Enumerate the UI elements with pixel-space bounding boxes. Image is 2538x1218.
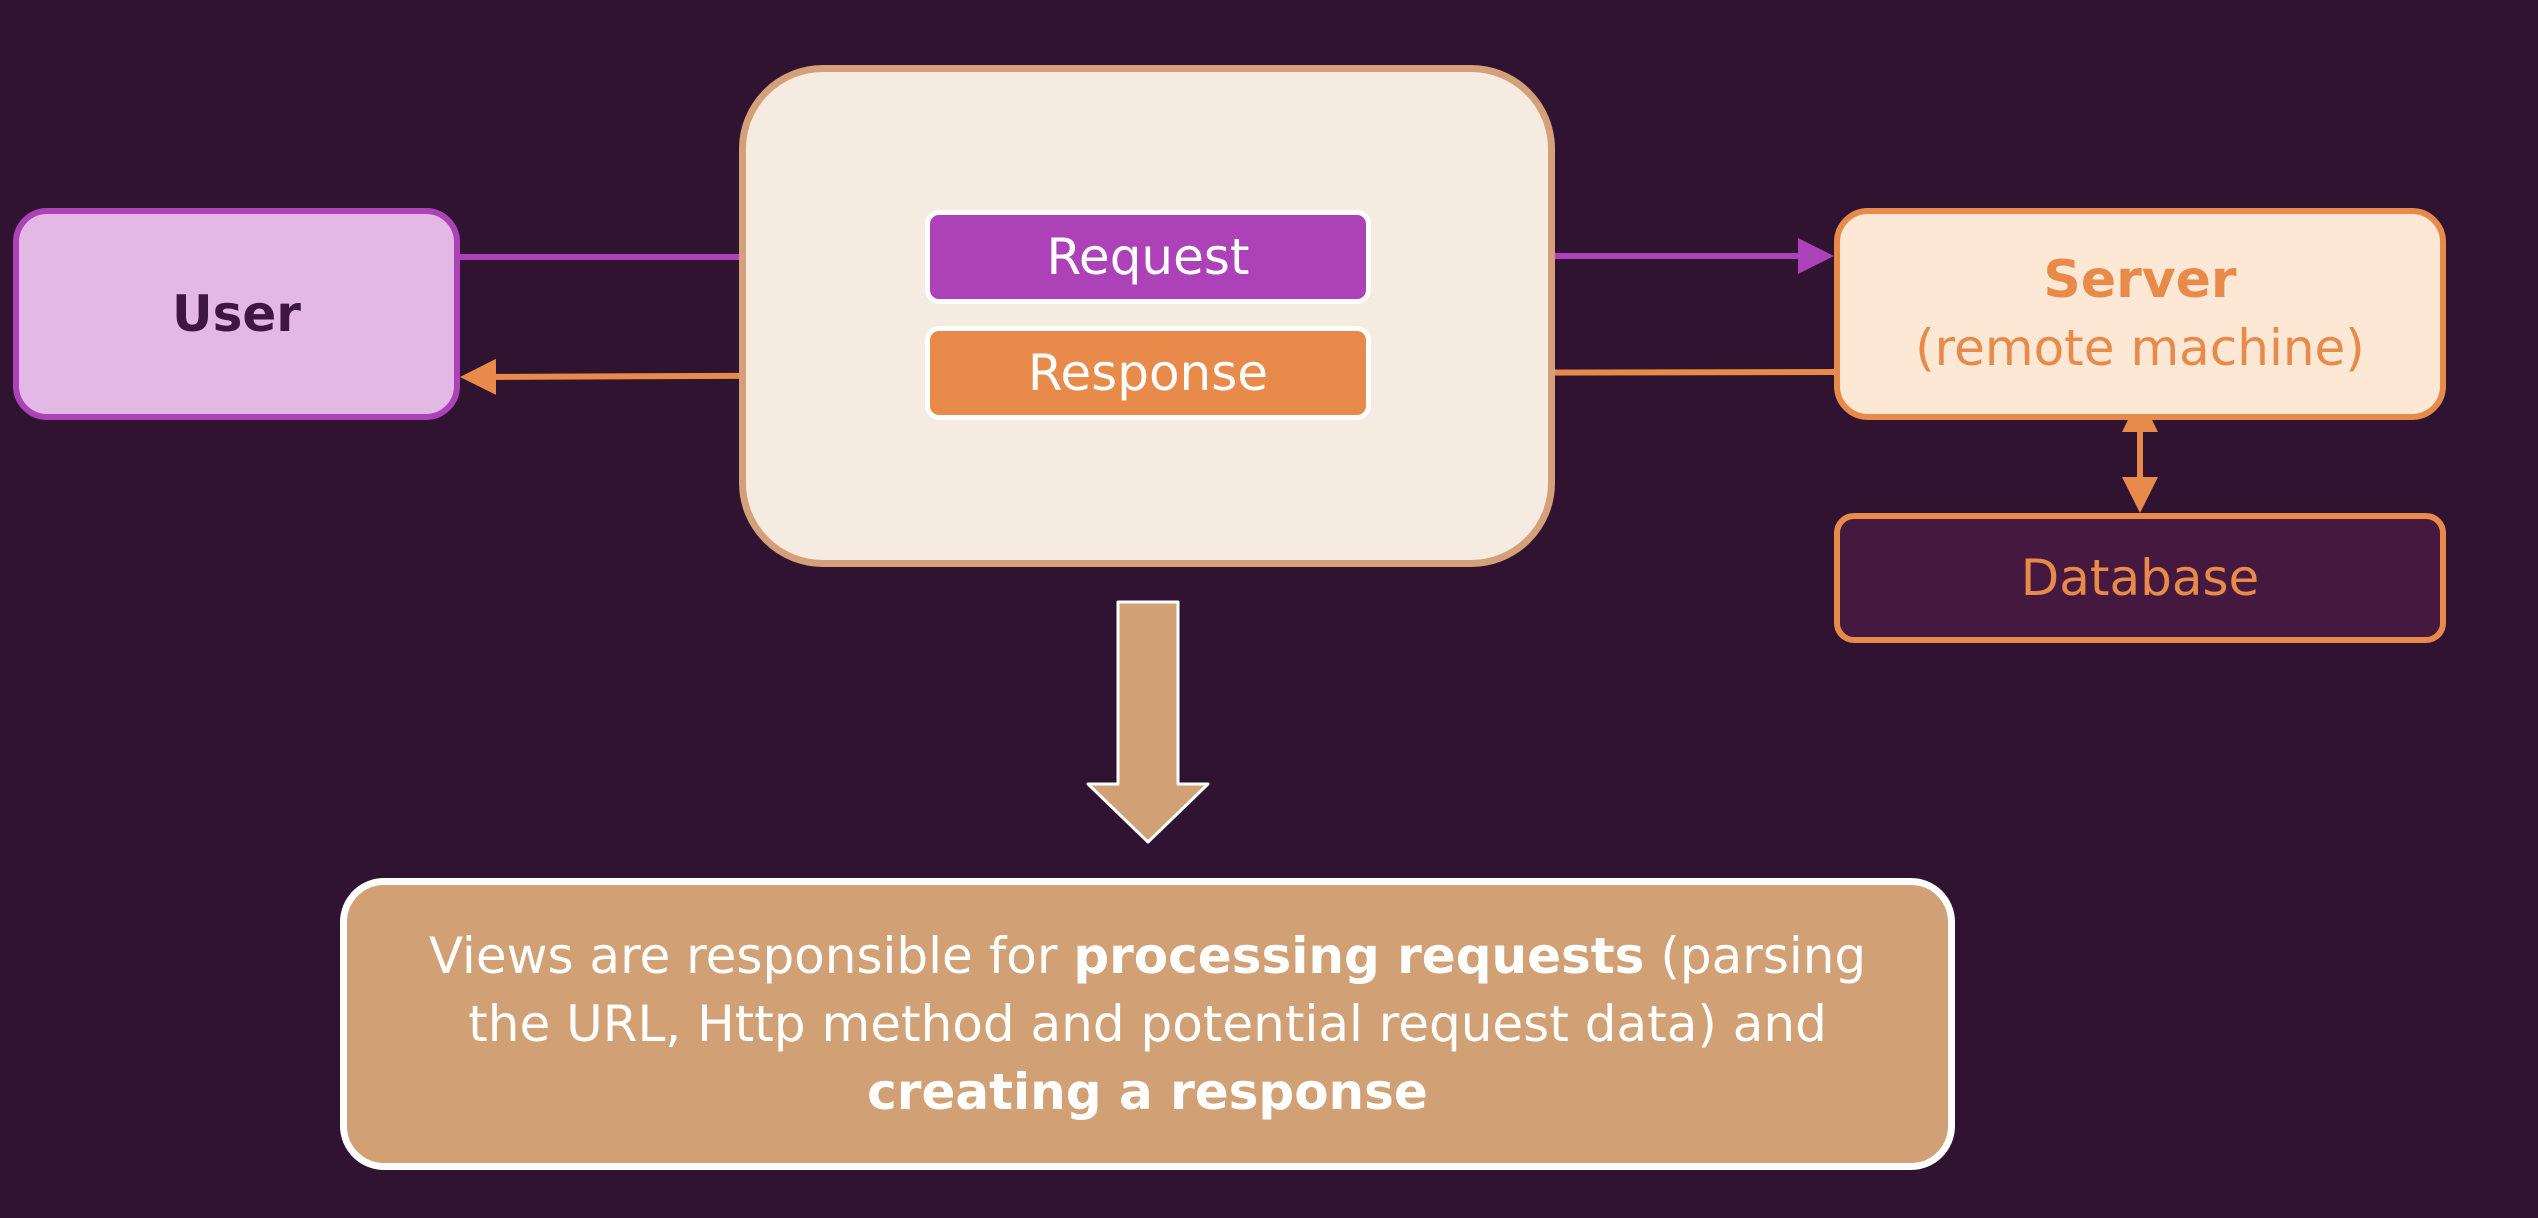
user-node: User: [13, 208, 460, 420]
server-node: Server (remote machine): [1834, 208, 2446, 420]
note-bold-1: processing requests: [1073, 927, 1645, 985]
request-pill: Request: [925, 210, 1371, 304]
response-pill: Response: [925, 326, 1371, 420]
explanation-text: Views are responsible for processing req…: [407, 922, 1888, 1126]
database-node: Database: [1834, 513, 2446, 643]
server-subtitle: (remote machine): [1915, 319, 2365, 377]
request-label: Request: [1046, 228, 1250, 286]
database-label: Database: [2020, 549, 2260, 607]
note-text-1: Views are responsible for: [428, 927, 1074, 985]
note-text-2: (parsing the URL, Http method and potent…: [468, 927, 1867, 1053]
response-label: Response: [1027, 344, 1269, 402]
down-arrow: [1086, 600, 1210, 844]
note-bold-2: creating a response: [867, 1063, 1428, 1121]
user-label: User: [172, 285, 301, 343]
server-title: Server: [2043, 250, 2237, 310]
explanation-note: Views are responsible for processing req…: [340, 878, 1955, 1170]
view-container: [739, 65, 1555, 567]
